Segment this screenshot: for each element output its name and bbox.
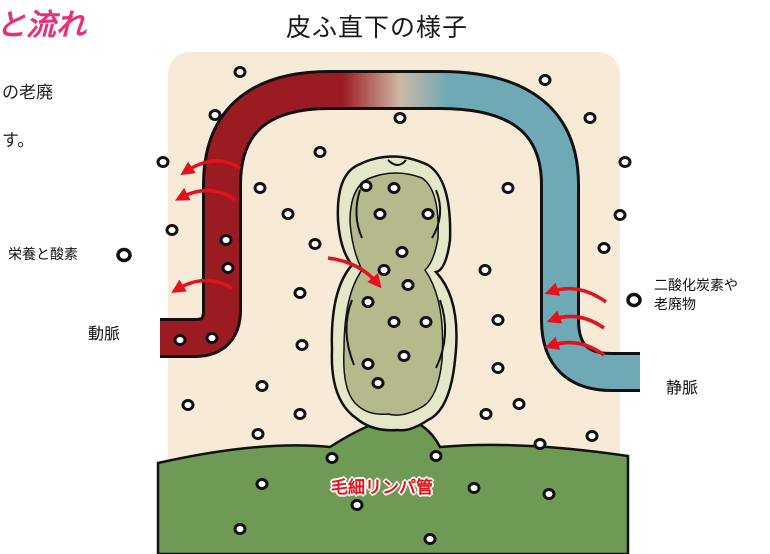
label-lymph-capillary: 毛細リンパ管	[331, 473, 433, 498]
label-vein: 静脈	[666, 374, 698, 398]
capillary-lymph-vessel	[332, 157, 457, 431]
label-nutrients: 栄養と酸素	[8, 246, 78, 265]
waste-legend-circle	[628, 295, 640, 306]
label-artery: 動脈	[88, 320, 120, 344]
label-waste-line-1: 二酸化炭素や	[654, 277, 738, 296]
nutrient-legend-circle	[118, 250, 130, 261]
diagram-title: 皮ふ直下の様子	[286, 8, 468, 44]
label-waste-line-2: 老廃物	[654, 296, 696, 315]
